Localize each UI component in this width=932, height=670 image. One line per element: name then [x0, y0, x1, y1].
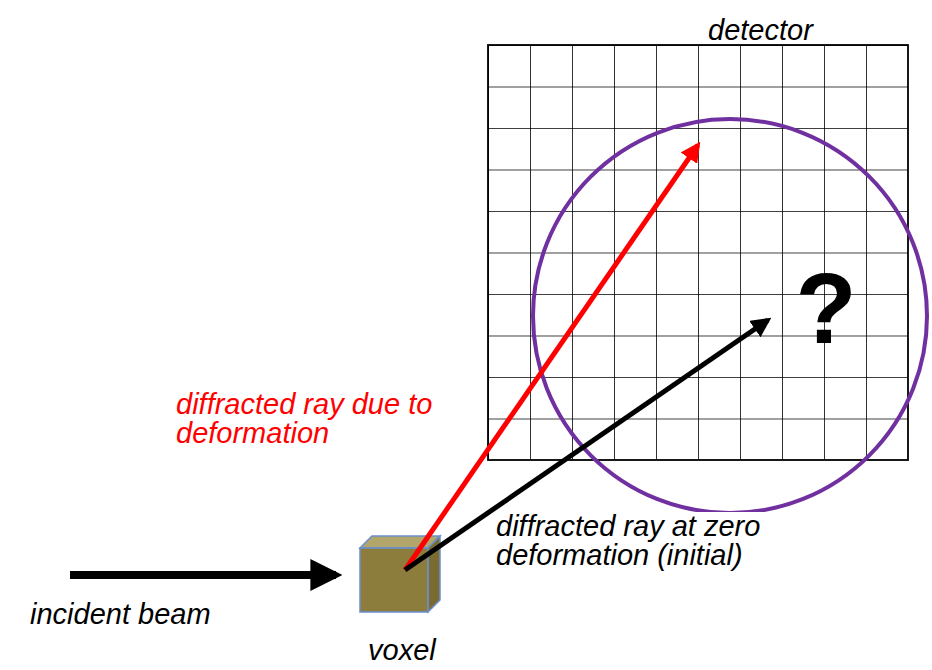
beam-label: incident beam: [30, 600, 270, 629]
voxel-cube: [360, 536, 440, 612]
detector-label: detector: [708, 16, 928, 45]
question-mark: ?: [786, 258, 866, 358]
deformed-ray-label: diffracted ray due to deformation: [176, 390, 456, 448]
initial-ray-label: diffracted ray at zero deformation (init…: [496, 512, 916, 570]
deformed-ray-arrow: [405, 145, 698, 570]
uncertainty-circle: [533, 119, 927, 513]
incident-beam-arrow: [70, 571, 336, 579]
voxel-label: voxel: [368, 636, 488, 665]
